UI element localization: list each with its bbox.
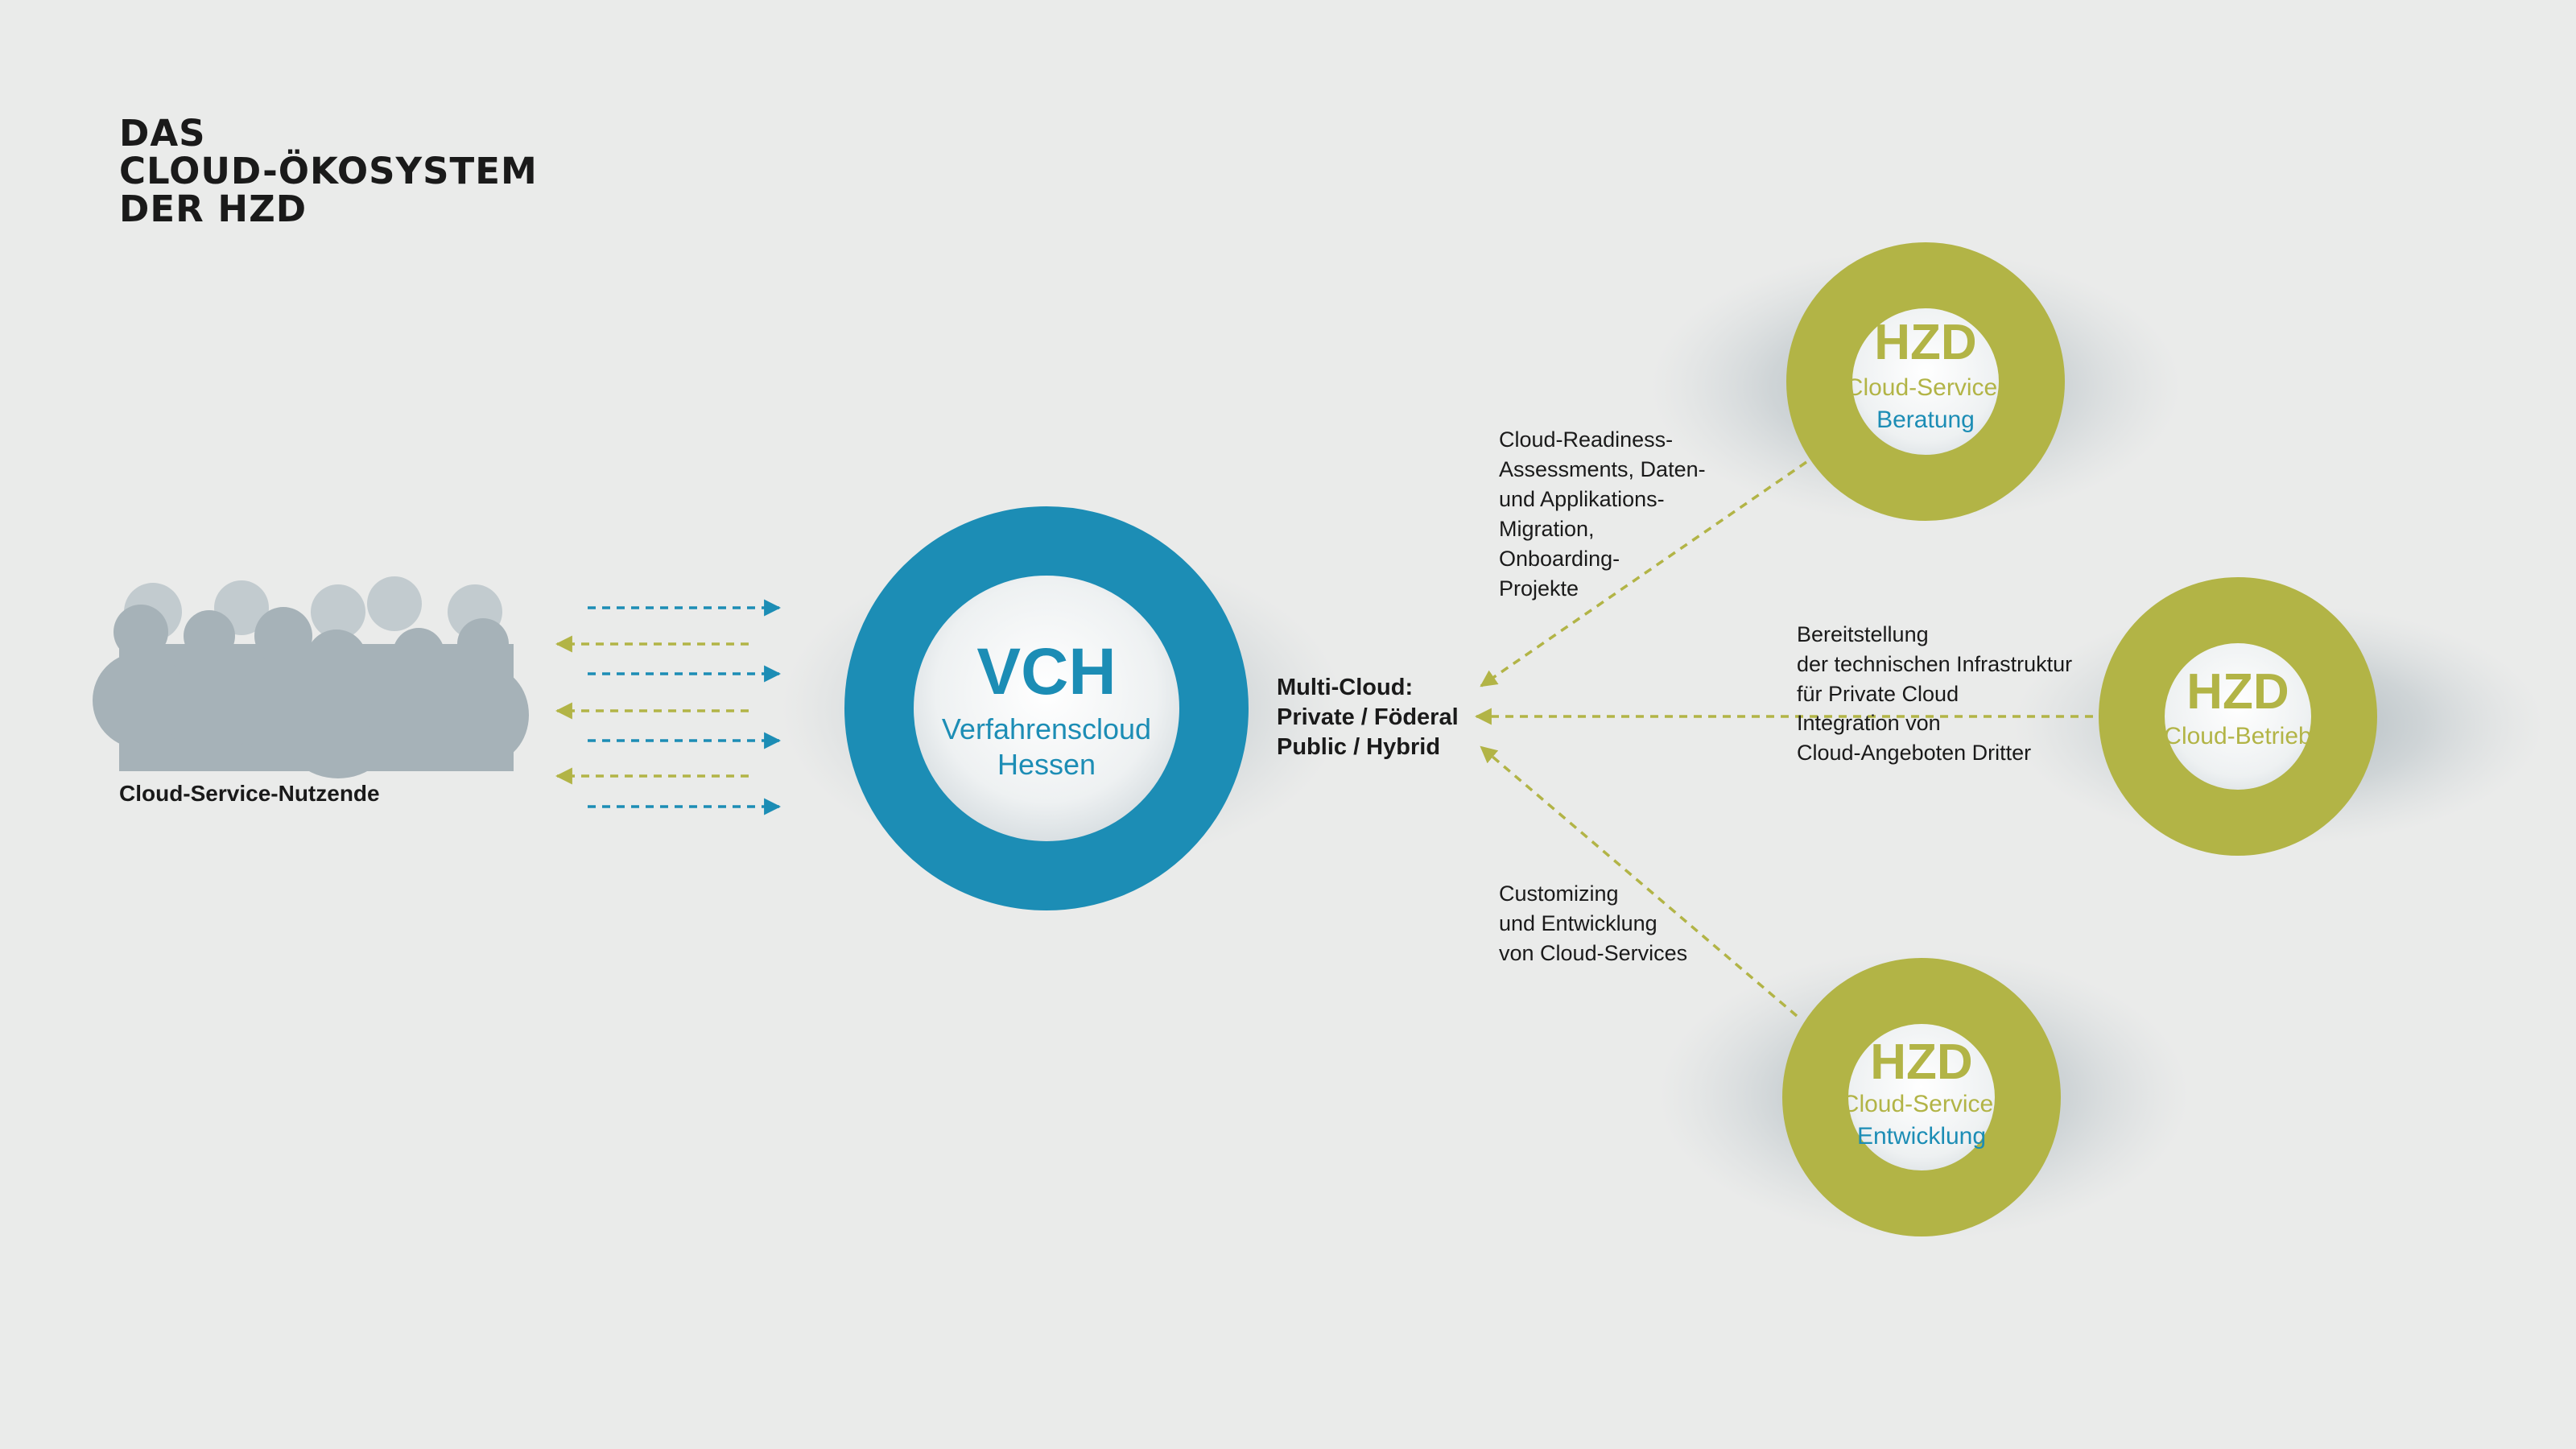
entwicklung-abbr: HZD <box>1870 1034 1973 1090</box>
vch-subtitle-line-1: Verfahrenscloud <box>941 712 1152 745</box>
multicloud-line-1: Multi-Cloud: <box>1277 675 1414 700</box>
crowd-silhouettes <box>93 576 529 778</box>
entwicklung-subtitle: Cloud-Service- Entwicklung <box>1761 1088 2083 1153</box>
vch-circle <box>844 506 1249 910</box>
title-line-3: DER HZD <box>119 188 308 230</box>
betrieb-abbr: HZD <box>2186 664 2289 720</box>
page-title: DAS CLOUD-ÖKOSYSTEM DER HZD <box>119 114 538 228</box>
multicloud-label: Multi-Cloud: Private / Föderal Public / … <box>1277 673 1459 762</box>
crowd-back-row <box>124 576 502 641</box>
note-line: Bereitstellung <box>1797 622 1929 646</box>
vch-abbr: VCH <box>976 635 1117 708</box>
title-line-2: CLOUD-ÖKOSYSTEM <box>119 150 538 192</box>
hzd-rings <box>1782 242 2377 1236</box>
note-line: Cloud-Angeboten Dritter <box>1797 741 2032 765</box>
multicloud-line-3: Public / Hybrid <box>1277 734 1441 760</box>
users-label: Cloud-Service-Nutzende <box>119 781 380 806</box>
betrieb-circle <box>2099 577 2377 856</box>
note-line: Onboarding- <box>1499 547 1620 571</box>
note-line: von Cloud-Services <box>1499 941 1688 965</box>
crowd-front-row <box>93 605 529 778</box>
vch-subtitle: Verfahrenscloud Hessen <box>853 712 1240 782</box>
betrieb-subtitle: Cloud-Betrieb <box>2077 720 2399 753</box>
vch-ring <box>844 506 1249 910</box>
multicloud-line-2: Private / Föderal <box>1277 704 1459 730</box>
arrow-from-beratung <box>1480 460 1807 687</box>
beratung-abbr: HZD <box>1874 315 1977 370</box>
user-connector-arrows <box>555 599 782 815</box>
arrow-from-entwicklung <box>1480 745 1798 1018</box>
beratung-subtitle: Cloud-Service- Beratung <box>1765 372 2087 436</box>
note-line: Projekte <box>1499 576 1579 601</box>
title-line-1: DAS <box>119 112 206 155</box>
beratung-circle <box>1786 242 2065 521</box>
entwicklung-subtitle-line-1: Cloud-Service- <box>1841 1091 2002 1117</box>
note-line: Customizing <box>1499 881 1619 906</box>
hzd-connector-arrows <box>1474 460 2093 1018</box>
entwicklung-circle <box>1782 958 2061 1236</box>
note-line: Migration, <box>1499 517 1595 541</box>
note-line: Integration von <box>1797 711 1941 735</box>
note-betrieb-integration: Integration von Cloud-Angeboten Dritter <box>1797 708 2031 768</box>
note-line: und Applikations- <box>1499 487 1665 511</box>
betrieb-subtitle-line-1: Cloud-Betrieb <box>2164 723 2312 749</box>
vch-subtitle-line-2: Hessen <box>997 748 1096 781</box>
note-line: der technischen Infrastruktur <box>1797 652 2073 676</box>
note-beratung: Cloud-Readiness- Assessments, Daten- und… <box>1499 425 1706 604</box>
note-line: Cloud-Readiness- <box>1499 427 1674 452</box>
note-betrieb-infrastructure: Bereitstellung der technischen Infrastru… <box>1797 620 2072 709</box>
note-entwicklung: Customizing und Entwicklung von Cloud-Se… <box>1499 879 1687 968</box>
note-line: und Entwicklung <box>1499 911 1657 935</box>
entwicklung-subtitle-line-2: Entwicklung <box>1856 1123 1987 1150</box>
note-line: Assessments, Daten- <box>1499 457 1706 481</box>
beratung-subtitle-line-2: Beratung <box>1876 407 1975 433</box>
beratung-subtitle-line-1: Cloud-Service- <box>1845 374 2006 401</box>
note-line: für Private Cloud <box>1797 682 1959 706</box>
